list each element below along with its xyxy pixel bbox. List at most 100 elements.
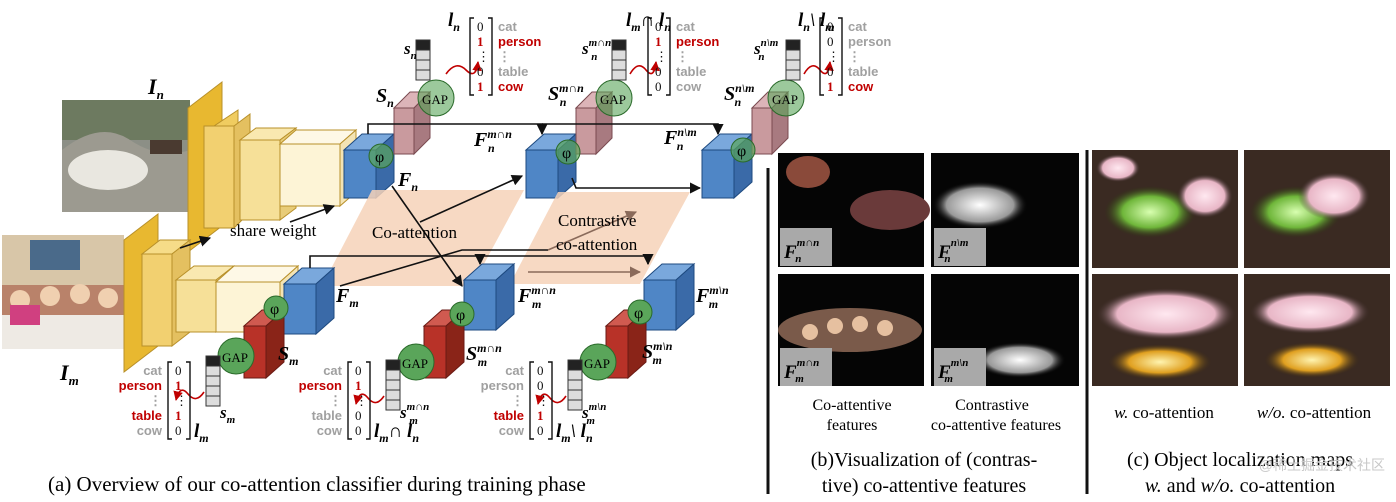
phi-node-top-3 — [730, 137, 756, 163]
vector-class: ⋮ — [676, 49, 689, 64]
vector-head: lm∩ ln — [374, 421, 419, 445]
bracket-left — [469, 17, 474, 96]
vector-class: cow — [498, 79, 524, 94]
vector-value: 0 — [355, 363, 362, 378]
share-weight-label: share weight — [230, 221, 317, 240]
Im-label: Im — [59, 360, 79, 388]
vector-value: 0 — [827, 34, 834, 49]
In-label: In — [147, 74, 164, 102]
b-col1-line1: Co-attentive — [812, 397, 891, 414]
vector-value: ⋮ — [477, 49, 490, 64]
vector-class: cow — [317, 423, 343, 438]
phi-node-top-2 — [555, 139, 581, 165]
vector-class: cat — [498, 19, 517, 34]
vector-value: 0 — [655, 19, 662, 34]
Fm-block — [282, 266, 336, 336]
vector-class: cow — [137, 423, 163, 438]
c-col2-label: w/o. co-attention — [1257, 403, 1372, 422]
bracket-right — [366, 361, 371, 440]
tile-c-3 — [1092, 274, 1238, 386]
Fn-label: Fn — [397, 169, 418, 194]
contrastive-label-2: co-attention — [556, 235, 638, 254]
bracket-left — [819, 17, 824, 96]
gap-label: GAP — [222, 350, 248, 365]
watermark: @稀土掘金技术社区 — [1259, 457, 1385, 473]
caption-b-line1: (b)Visualization of (contras- — [811, 449, 1038, 471]
caption-a: (a) Overview of our co-attention classif… — [48, 472, 586, 496]
Fmmm-block — [642, 262, 696, 332]
vector-class: person — [498, 34, 541, 49]
gap-label: GAP — [402, 356, 428, 371]
vector-value: 1 — [655, 34, 662, 49]
phi-label: φ — [375, 149, 384, 166]
vector-class: ⋮ — [498, 49, 511, 64]
vector-score-label: sn — [403, 39, 417, 62]
tile-c-2 — [1244, 150, 1390, 268]
b-col1-line2: features — [827, 417, 878, 434]
vector-head: lm\ ln — [556, 421, 593, 445]
coattention-region — [322, 190, 524, 286]
vector-head: ln\ lm — [798, 10, 835, 34]
vector-value: 1 — [355, 378, 362, 393]
vector-value: ⋮ — [175, 393, 188, 408]
vector-class: ⋮ — [848, 49, 861, 64]
vector-value: 0 — [827, 19, 834, 34]
phi-label: φ — [737, 143, 746, 160]
contrastive-label-1: Contrastive — [558, 211, 636, 230]
tile-c-1 — [1092, 150, 1238, 268]
vector-class: cow — [848, 79, 874, 94]
vector-class: table — [312, 408, 342, 423]
gap-node-top-1 — [417, 79, 455, 117]
vector-value: 0 — [655, 79, 662, 94]
red-arrow-bottom-2 — [353, 393, 385, 405]
vector-class: table — [132, 408, 162, 423]
vector-value: 1 — [175, 378, 182, 393]
vector-value: ⋮ — [355, 393, 368, 408]
phi-label: φ — [456, 307, 465, 324]
gap-label: GAP — [600, 92, 626, 107]
vector-class: table — [498, 64, 528, 79]
red-arrow-top-1 — [445, 61, 482, 75]
b-col2-line1: Contrastive — [955, 397, 1029, 414]
vector-class: cat — [323, 363, 342, 378]
phi-label: φ — [634, 305, 643, 322]
bracket-left — [529, 361, 534, 440]
phi-label: φ — [562, 145, 571, 162]
vector-class: cat — [848, 19, 867, 34]
vector-value: 1 — [175, 408, 182, 423]
bracket-left — [347, 361, 352, 440]
phi-node-bottom-3 — [627, 299, 653, 325]
tile-b-2 — [931, 153, 1079, 267]
b-col2-line2: co-attentive features — [931, 417, 1061, 434]
vector-class: person — [848, 34, 891, 49]
bracket-right — [488, 17, 493, 96]
image-In — [62, 100, 190, 212]
stack-bottom-1 — [205, 355, 221, 407]
tile-label-bg — [780, 228, 832, 266]
phi-node-top-1 — [368, 143, 394, 169]
red-arrow-top-2 — [629, 61, 660, 75]
red-arrow-bottom-1 — [173, 389, 205, 401]
gap-label: GAP — [772, 92, 798, 107]
vector-value: 0 — [175, 363, 182, 378]
vector-value: ⋮ — [827, 49, 840, 64]
bottom-arrows — [309, 210, 654, 287]
vector-class: ⋮ — [329, 393, 342, 408]
vector-value: ⋮ — [537, 393, 550, 408]
vector-class: table — [676, 64, 706, 79]
